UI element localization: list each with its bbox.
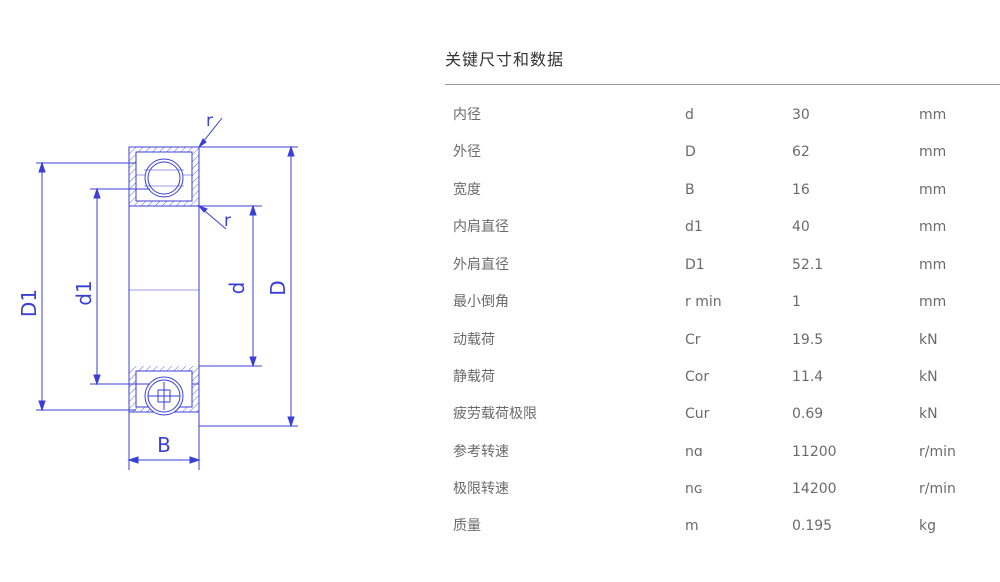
spec-title: 关键尺寸和数据 [445,50,565,69]
spec-row-dynamic-load: 动载荷 Cr 19.5 kN [445,330,1000,368]
spec-symbol: D [685,144,696,160]
spec-value: 14200 [792,481,837,497]
spec-row-width: 宽度 B 16 mm [445,180,1000,218]
spec-unit: kN [919,369,938,385]
spec-label: 外径 [453,144,481,160]
spec-row-inner-diameter: 内径 d 30 mm [445,105,1000,143]
spec-label: 疲劳载荷极限 [453,406,537,422]
spec-row-mass: 质量 m 0.195 kg [445,516,1000,554]
spec-label: 外肩直径 [453,257,509,273]
spec-divider [445,84,1000,85]
spec-value: 1 [792,294,801,310]
dim-label-r-inner: r [224,211,231,231]
spec-symbol: r min [685,294,722,310]
spec-value: 16 [792,182,810,198]
spec-label: 参考转速 [453,444,509,460]
spec-value: 62 [792,144,810,160]
spec-symbol: Cor [685,369,710,385]
spec-unit: mm [919,182,947,198]
spec-label: 内径 [453,107,481,123]
spec-unit: mm [919,144,947,160]
spec-unit: mm [919,257,947,273]
spec-unit: mm [919,107,947,123]
top-ball [144,158,184,198]
dim-label-d1: d1 [72,280,96,305]
spec-row-outer-diameter: 外径 D 62 mm [445,142,1000,180]
spec-symbol: nɑ [685,444,703,460]
spec-value: 30 [792,107,810,123]
spec-unit: kN [919,406,938,422]
spec-symbol: D1 [685,257,705,273]
spec-value: 11.4 [792,369,824,385]
spec-row-reference-speed: 参考转速 nɑ 11200 r/min [445,442,1000,480]
spec-panel: 关键尺寸和数据 内径 d 30 mm 外径 D 62 mm 宽度 B 16 mm… [445,0,1000,582]
spec-symbol: d1 [685,219,703,235]
spec-value: 0.195 [792,518,833,534]
spec-label: 静载荷 [453,369,495,385]
top-ring-section [129,147,199,206]
spec-value: 0.69 [792,406,824,422]
bearing-cross-section-drawing: D1 d1 d D B r r [17,111,298,470]
spec-label: 动载荷 [453,332,495,348]
spec-row-limiting-speed: 极限转速 nɢ 14200 r/min [445,479,1000,517]
bottom-ring-section [129,366,199,416]
spec-row-min-chamfer: 最小倒角 r min 1 mm [445,292,1000,330]
spec-unit: kg [919,518,936,534]
spec-unit: r/min [919,444,956,460]
spec-symbol: nɢ [685,481,703,497]
spec-unit: mm [919,294,947,310]
spec-symbol: d [685,107,694,123]
dim-label-d: d [225,282,249,295]
spec-symbol: B [685,182,695,198]
spec-unit: r/min [919,481,956,497]
spec-row-fatigue-limit: 疲劳载荷极限 Cur 0.69 kN [445,404,1000,442]
spec-value: 52.1 [792,257,824,273]
spec-value: 19.5 [792,332,824,348]
spec-label: 极限转速 [453,481,509,497]
spec-value: 11200 [792,444,837,460]
spec-symbol: m [685,518,699,534]
spec-label: 最小倒角 [453,294,509,310]
dim-label-D1: D1 [17,289,41,317]
spec-label: 内肩直径 [453,219,509,235]
spec-unit: kN [919,332,938,348]
spec-symbol: Cr [685,332,701,348]
spec-row-static-load: 静载荷 Cor 11.4 kN [445,367,1000,405]
spec-value: 40 [792,219,810,235]
spec-label: 宽度 [453,182,481,198]
spec-label: 质量 [453,518,481,534]
spec-row-outer-shoulder: 外肩直径 D1 52.1 mm [445,255,1000,293]
spec-row-inner-shoulder: 内肩直径 d1 40 mm [445,217,1000,255]
spec-unit: mm [919,219,947,235]
dim-label-B: B [157,433,171,457]
dim-label-D: D [266,280,290,295]
spec-symbol: Cur [685,406,710,422]
dim-label-r-top: r [206,111,213,131]
